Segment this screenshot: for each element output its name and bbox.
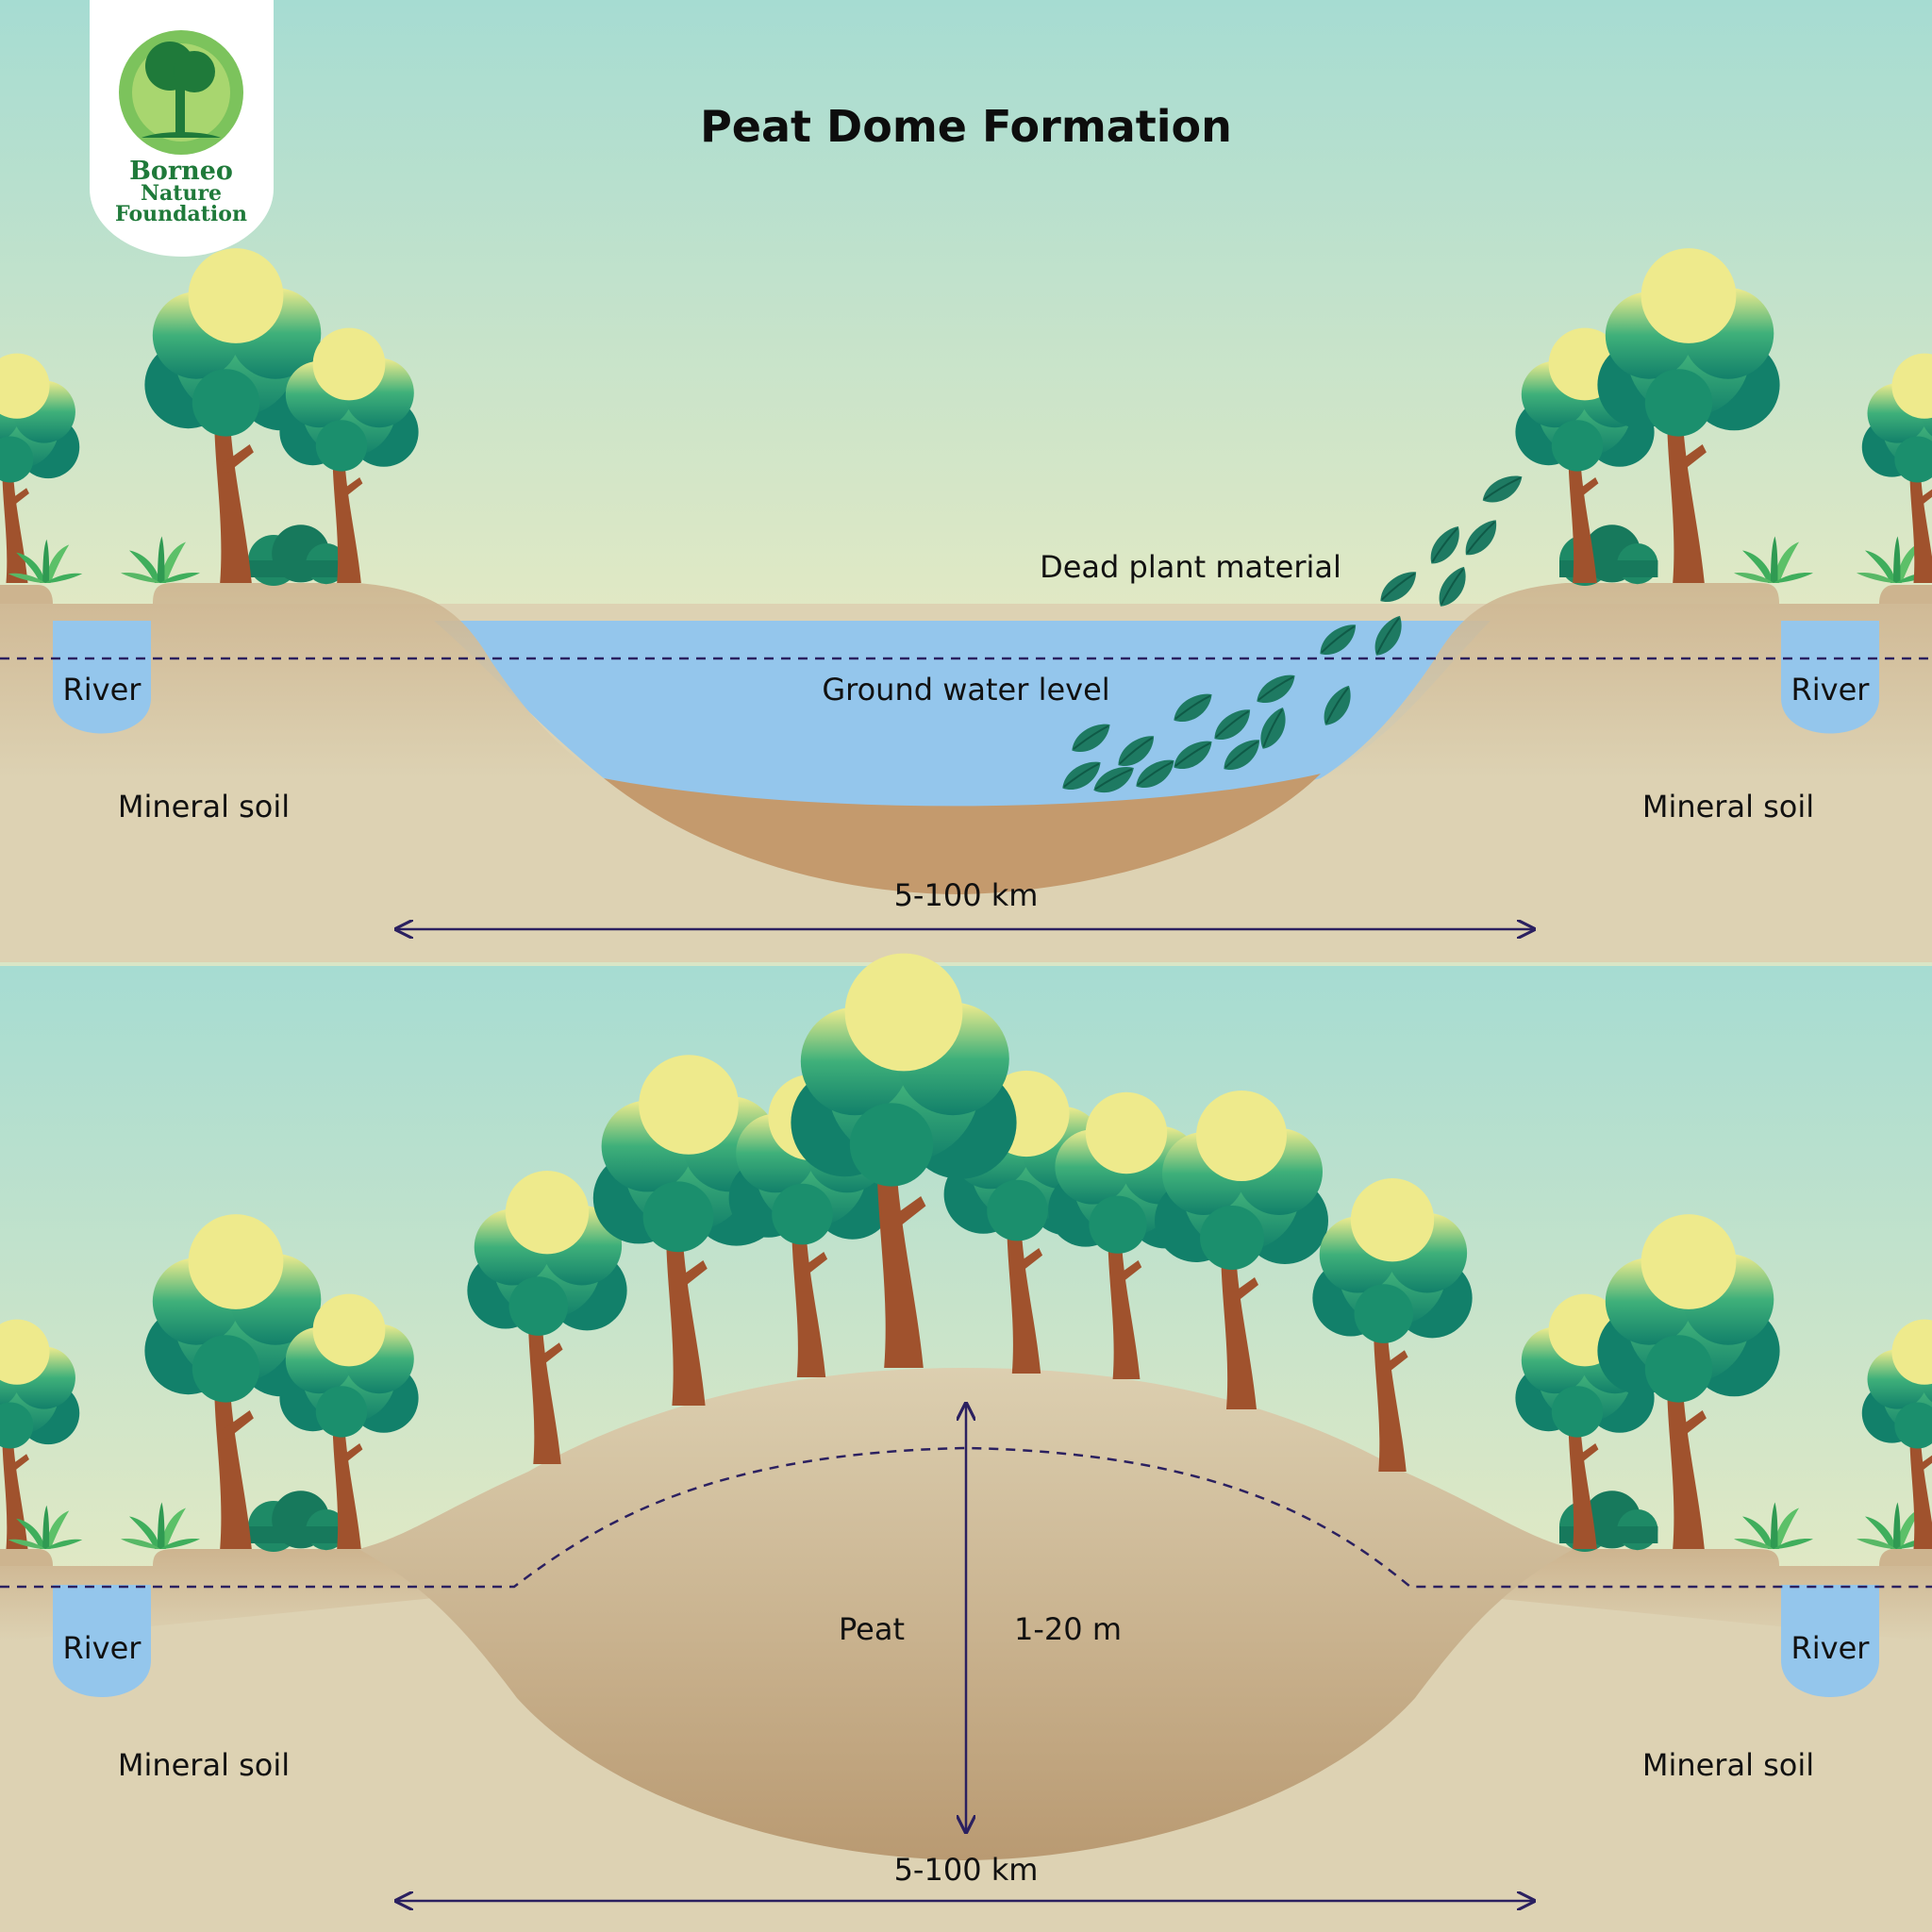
top-soil-right-label: Mineral soil xyxy=(1642,789,1814,824)
top-soil-left-label: Mineral soil xyxy=(118,789,290,824)
bottom-soil-right-label: Mineral soil xyxy=(1642,1747,1814,1783)
top-river-right xyxy=(1781,621,1879,734)
bottom-width-label: 5-100 km xyxy=(894,1852,1039,1888)
top-sky xyxy=(0,0,1932,623)
depth-label: 1-20 m xyxy=(1014,1611,1122,1647)
top-river-right-label: River xyxy=(1791,672,1871,708)
bottom-panel: River River Mineral soil Mineral soil Pe… xyxy=(0,953,1932,1932)
bottom-soil-left-label: Mineral soil xyxy=(118,1747,290,1783)
top-width-label: 5-100 km xyxy=(894,877,1039,913)
groundwater-label: Ground water level xyxy=(822,672,1109,708)
bottom-river-left-label: River xyxy=(63,1630,142,1666)
bottom-river-left xyxy=(53,1585,151,1697)
bottom-river-right xyxy=(1781,1585,1879,1697)
top-right-shore xyxy=(1879,585,1932,604)
logo-line-1: Borneo xyxy=(129,157,233,186)
top-lake-sediment xyxy=(604,774,1321,894)
bottom-river-right-label: River xyxy=(1791,1630,1871,1666)
logo: Borneo Nature Foundation xyxy=(90,0,274,257)
top-left-shore xyxy=(0,585,53,604)
bottom-groundwater-line xyxy=(0,1446,1932,1589)
logo-line-2: Nature xyxy=(141,181,222,206)
peat-label: Peat xyxy=(839,1611,905,1647)
top-river-left-label: River xyxy=(63,672,142,708)
top-river-left xyxy=(53,621,151,734)
logo-line-3: Foundation xyxy=(115,202,247,226)
bottom-left-shore xyxy=(0,1549,53,1566)
bottom-right-shore xyxy=(1879,1549,1932,1566)
dead-plant-label: Dead plant material xyxy=(1040,549,1341,585)
top-panel: River River Mineral soil Mineral soil De… xyxy=(0,0,1932,962)
page-title: Peat Dome Formation xyxy=(700,101,1232,152)
top-right-bank xyxy=(1321,582,1932,778)
